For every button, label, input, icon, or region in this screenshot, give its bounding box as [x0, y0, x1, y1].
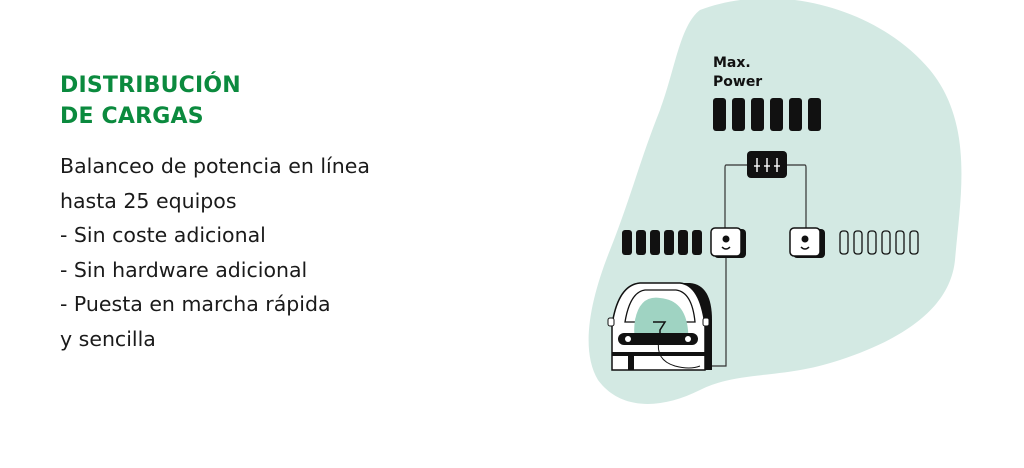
charger-icon-right	[789, 227, 825, 258]
body-line: - Puesta en marcha rápida	[60, 292, 331, 316]
active-charge-bars	[622, 230, 702, 255]
body-line: hasta 25 equipos	[60, 188, 237, 213]
body-line: Balanceo de potencia en línea	[60, 154, 370, 178]
max-power-label-2: Power	[713, 74, 762, 90]
electric-car-icon	[607, 282, 712, 371]
max-power-bars	[713, 98, 821, 131]
max-power-label-1: Max.	[713, 55, 751, 71]
title-line-2: DE CARGAS	[60, 104, 204, 129]
section-title: DISTRIBUCIÓN DE CARGAS	[60, 70, 241, 132]
charger-icon-left	[710, 227, 746, 258]
load-balancer-icon	[747, 151, 787, 178]
body-line: y sencilla	[60, 326, 156, 351]
body-line: - Sin coste adicional	[60, 223, 266, 247]
feature-description: Balanceo de potencia en línea hasta 25 e…	[60, 149, 370, 356]
idle-charge-bars	[839, 230, 919, 255]
body-line: - Sin hardware adicional	[60, 257, 308, 282]
title-line-1: DISTRIBUCIÓN	[60, 73, 241, 98]
